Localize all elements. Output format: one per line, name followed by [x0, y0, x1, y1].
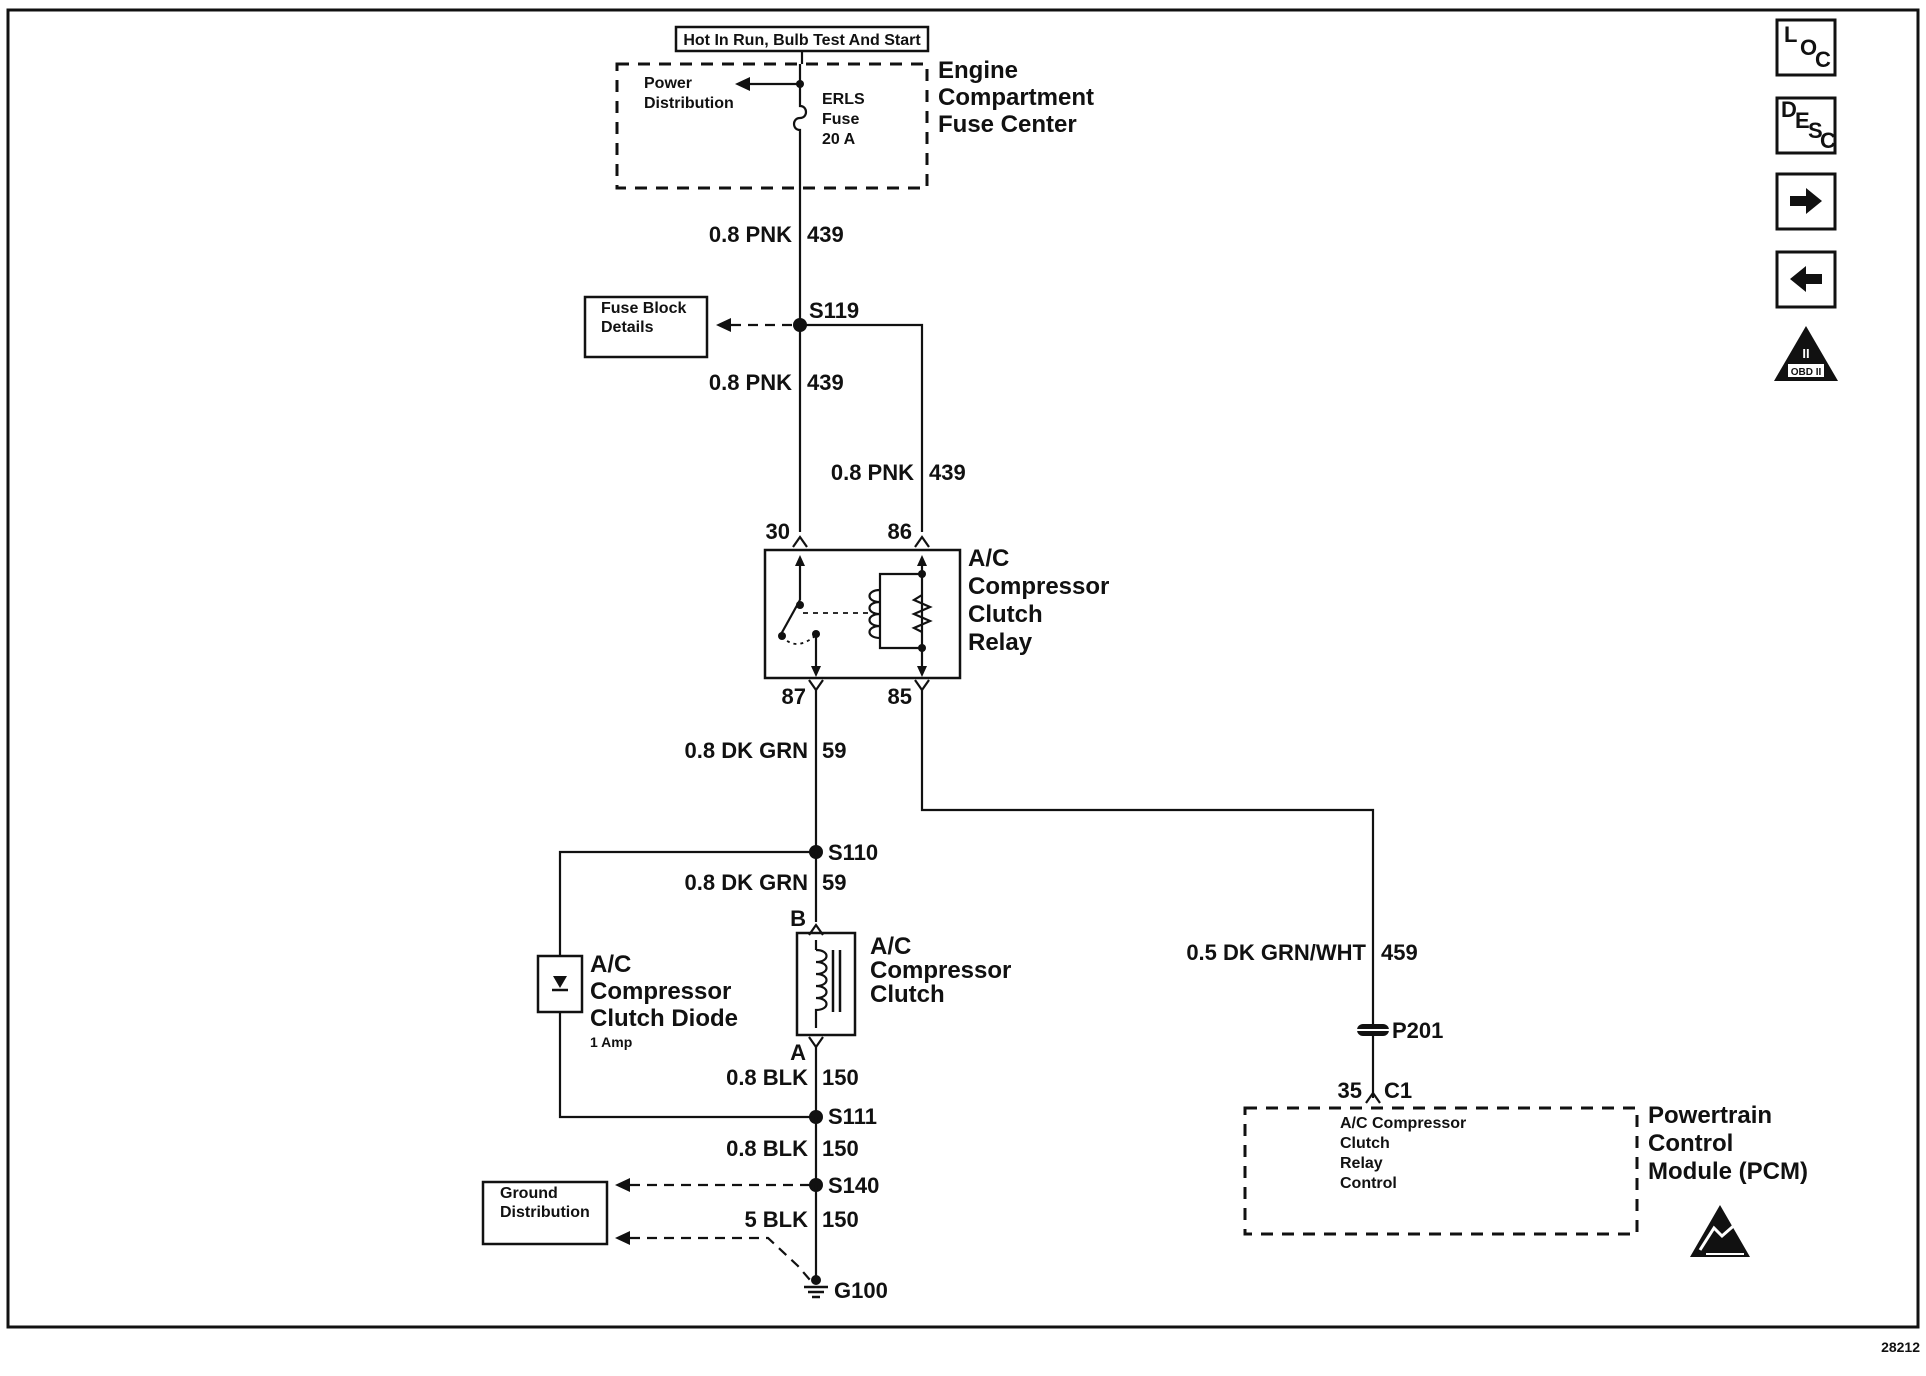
- fuse-center-box: [615, 62, 929, 190]
- desc-letter-d: D: [1781, 97, 1797, 122]
- ground-distribution-box[interactable]: [481, 1180, 609, 1246]
- clutch-pin-b-label: B: [790, 906, 806, 931]
- clutch-pin-a-label: A: [790, 1040, 806, 1065]
- fuse-block-arrowhead: [716, 318, 731, 332]
- wire-59-relay-number: 59: [822, 738, 846, 763]
- fuse-block-details-box[interactable]: [583, 295, 709, 359]
- ground-dist-arrow-1: [615, 1178, 630, 1192]
- relay-switch-dotted-arc: [781, 635, 816, 645]
- wire-439-relay30-number: 439: [807, 370, 844, 395]
- diode-symbol: [553, 976, 567, 988]
- pcm-connector-label: C1: [1384, 1078, 1412, 1103]
- loc-letter-o: O: [1800, 35, 1817, 60]
- hot-label: Hot In Run, Bulb Test And Start: [683, 32, 921, 49]
- wire-150-s140-label: 0.8 BLK: [726, 1136, 808, 1161]
- wire-459: [920, 690, 1375, 1028]
- ground-label: G100: [834, 1278, 888, 1303]
- relay-pin30-label: 30: [766, 519, 790, 544]
- loc-button[interactable]: L O C: [1775, 18, 1837, 77]
- wire-150-clutch-label: 0.8 BLK: [726, 1065, 808, 1090]
- desc-letter-s: S: [1808, 118, 1823, 143]
- ground-icon: [804, 1275, 828, 1299]
- loc-letter-l: L: [1784, 22, 1797, 47]
- clutch-pin-a-connector: [808, 1036, 824, 1049]
- relay-coil-loop: [878, 572, 922, 650]
- clutch-pin-b-connector: [808, 923, 824, 936]
- ground-dist-arrow-2: [615, 1231, 630, 1245]
- relay-pin87-connector: [808, 679, 824, 692]
- obd-label: OBD II: [1791, 367, 1822, 378]
- arrow-right-icon: [1790, 188, 1822, 214]
- relay-box: [763, 548, 962, 680]
- wire-59-clutch-label: 0.8 DK GRN: [685, 870, 808, 895]
- loc-letter-c: C: [1815, 47, 1831, 72]
- desc-letter-e: E: [1795, 108, 1810, 133]
- prev-arrow-button[interactable]: [1775, 250, 1837, 309]
- wire-439-branch: [800, 323, 924, 532]
- ground-dist-dashed-2: [630, 1236, 811, 1281]
- desc-button[interactable]: D E S C: [1775, 96, 1837, 155]
- wire-150-clutch-number: 150: [822, 1065, 859, 1090]
- relay-switch-arrow-bottom: [811, 666, 821, 677]
- relay-pin85-connector: [914, 679, 930, 692]
- power-distribution-arrowhead: [735, 77, 750, 91]
- connector-p201-label: P201: [1392, 1018, 1443, 1043]
- relay-coil-symbol: [868, 588, 881, 640]
- wire-439-branch-label: 0.8 PNK: [831, 460, 914, 485]
- relay-coil-arrow-top: [917, 555, 927, 566]
- clutch-box: [795, 931, 857, 1037]
- wire-459-label: 0.5 DK GRN/WHT: [1186, 940, 1366, 965]
- wire-150-ground-label: 5 BLK: [744, 1207, 808, 1232]
- wire-439-relay30-label: 0.8 PNK: [709, 370, 792, 395]
- relay-switch-pivot: [796, 601, 804, 609]
- clutch-coil: [814, 948, 828, 1028]
- relay-pin87-label: 87: [782, 684, 806, 709]
- wire-150-s140-number: 150: [822, 1136, 859, 1161]
- relay-pin86-connector: [914, 535, 930, 548]
- wire-459-number: 459: [1381, 940, 1418, 965]
- arrow-left-icon: [1790, 266, 1822, 292]
- figure-number: 28212: [1881, 1339, 1920, 1355]
- splice-s119-label: S119: [809, 298, 859, 323]
- wire-439-top-label: 0.8 PNK: [709, 222, 792, 247]
- pcm-pin-label: 35: [1338, 1078, 1362, 1103]
- wire-439-branch-number: 439: [929, 460, 966, 485]
- relay-pin86-label: 86: [888, 519, 912, 544]
- desc-letter-c: C: [1820, 128, 1836, 153]
- wire-59-relay-label: 0.8 DK GRN: [685, 738, 808, 763]
- splice-s111-label: S111: [828, 1104, 877, 1129]
- diode-rating: 1 Amp: [590, 1034, 632, 1050]
- fuse-symbol: [792, 64, 808, 188]
- relay-resistor: [911, 594, 933, 633]
- wire-439-top-number: 439: [807, 222, 844, 247]
- obd-ii-button[interactable]: II OBD II: [1774, 326, 1838, 381]
- diagram-border: [6, 8, 1920, 1329]
- wire-59-clutch-number: 59: [822, 870, 846, 895]
- splice-s140-label: S140: [828, 1173, 879, 1198]
- relay-pin30-connector: [792, 535, 808, 548]
- relay-switch-arrow-top: [795, 555, 805, 566]
- pcm-box: [1243, 1106, 1639, 1236]
- pcm-pin-connector: [1365, 1091, 1381, 1104]
- relay-pin85-label: 85: [888, 684, 912, 709]
- obd-roman-label: II: [1802, 346, 1809, 361]
- relay-coil-arrow-bottom: [917, 666, 927, 677]
- wire-150-ground-number: 150: [822, 1207, 859, 1232]
- esd-warning-icon: [1690, 1205, 1750, 1257]
- next-arrow-button[interactable]: [1775, 172, 1837, 231]
- splice-s110-label: S110: [828, 840, 878, 865]
